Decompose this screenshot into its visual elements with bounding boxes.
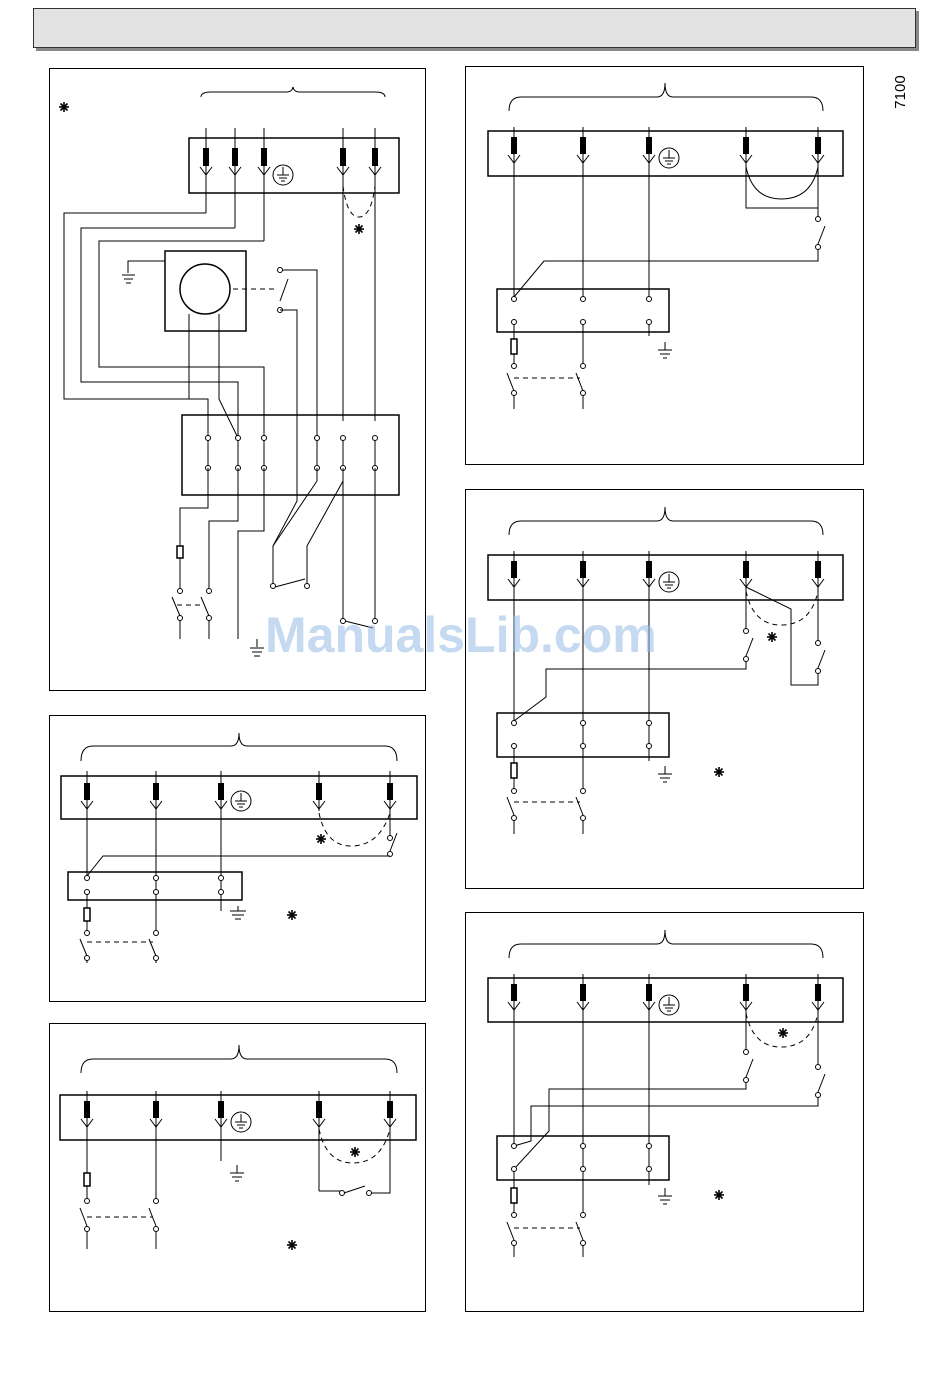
terminal-block — [189, 138, 399, 193]
wiring-diagram-2 — [50, 716, 426, 1002]
earth-symbol — [273, 165, 293, 185]
diagram-panel-6 — [465, 912, 864, 1312]
asterisk-symbol — [59, 102, 69, 112]
page-code: 7100 — [880, 72, 920, 112]
diagram-panel-2 — [49, 715, 426, 1002]
diagram-panel-3 — [49, 1023, 426, 1312]
wiring-diagram-3 — [50, 1024, 426, 1312]
terminal-brace — [201, 87, 385, 97]
wiring-diagram-6 — [466, 913, 864, 1312]
diagram-panel-4 — [465, 66, 864, 465]
terminal-strip — [182, 415, 399, 495]
fuse — [177, 546, 183, 558]
asterisk-symbol — [354, 224, 364, 234]
link-wire-optional — [343, 186, 375, 217]
header-bar — [33, 8, 916, 48]
wiring-diagram-5 — [466, 490, 864, 889]
diagram-panel-1 — [49, 68, 426, 691]
switch-wire — [280, 270, 317, 438]
watermark: ManualsLib.com — [265, 606, 657, 664]
motor-symbol — [180, 264, 230, 314]
diagram-panel-5 — [465, 489, 864, 889]
strip-terminals — [206, 436, 378, 471]
terminals — [200, 128, 381, 421]
earth-ground — [122, 275, 135, 283]
wiring-diagram-4 — [466, 67, 864, 465]
pump-motor — [165, 251, 246, 331]
earth-ground — [250, 639, 264, 656]
wiring-diagram-1 — [50, 69, 426, 691]
